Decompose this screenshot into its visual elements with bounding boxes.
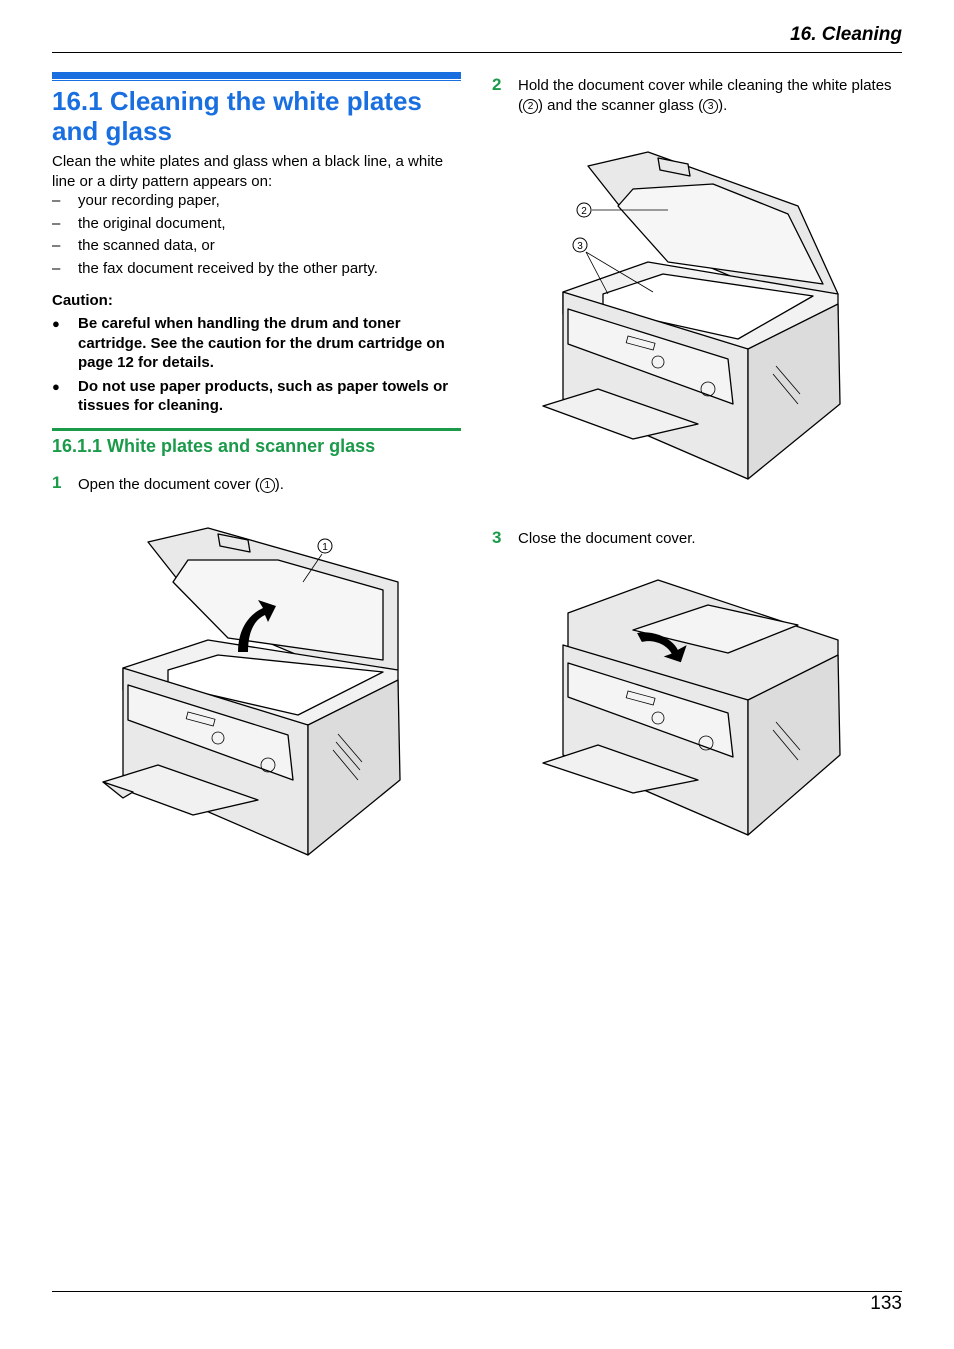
intro-paragraph: Clean the white plates and glass when a … (52, 153, 444, 190)
list-item: –the scanned data, or (52, 237, 215, 255)
callout-marker: 2 (523, 98, 538, 114)
caution-list: ●Be careful when handling the drum and t… (52, 314, 466, 420)
caution-label: Caution: (52, 292, 113, 309)
subsection-heading: 16.1.1 White plates and scanner glass (52, 436, 376, 456)
callout-marker: 3 (703, 98, 719, 114)
printer-open-cover-illustration: 1 (102, 527, 401, 856)
caution-item: ●Be careful when handling the drum and t… (52, 315, 445, 371)
step-text: Open the document cover (1). (78, 476, 284, 493)
section-heading: 16.1 Cleaning the white plates and glass (52, 86, 422, 146)
page-number: 133 (870, 1293, 902, 1314)
callout-3-label: 3 (577, 241, 583, 252)
heading-bar (52, 72, 461, 79)
caution-item: ●Do not use paper products, such as pape… (52, 377, 449, 415)
header-rule (52, 52, 902, 53)
running-header: 16. Cleaning (790, 24, 902, 45)
step-number: 2 (492, 75, 502, 94)
heading-bar-thin (52, 80, 461, 81)
list-item: –the fax document received by the other … (52, 260, 378, 278)
subheading-rule (52, 428, 461, 431)
callout-2-label: 2 (581, 206, 587, 217)
step-number: 3 (492, 528, 502, 547)
step-text: Hold the document cover while cleaning t… (518, 77, 892, 114)
printer-cleaning-illustration: 2 3 (542, 151, 841, 480)
step-number: 1 (52, 473, 62, 492)
callout-marker: 1 (259, 478, 275, 493)
callout-1-label: 1 (322, 542, 328, 553)
footer-rule (52, 1291, 902, 1292)
list-item: –your recording paper, (52, 192, 220, 209)
step-text: Close the document cover. (518, 530, 696, 547)
list-item: –the original document, (52, 214, 226, 232)
printer-closed-cover-illustration (542, 579, 841, 836)
condition-list: –your recording paper, –the original doc… (52, 192, 378, 283)
